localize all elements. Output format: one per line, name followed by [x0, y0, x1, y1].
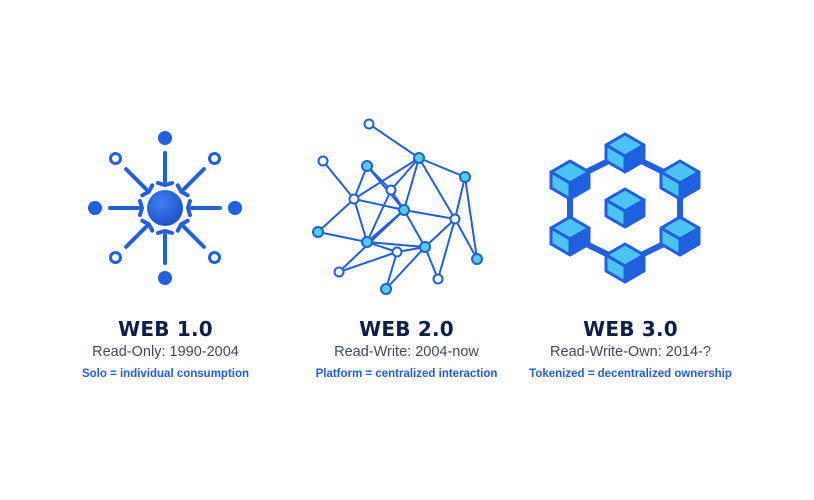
network-edge: [418, 157, 456, 220]
network-edge: [366, 241, 426, 248]
blockchain-cubes-icon: [549, 132, 701, 284]
network-edge: [424, 218, 456, 248]
panel-subtitle: Read-Only: 1990-2004: [92, 344, 239, 360]
solid-node: [228, 201, 242, 215]
panel-web3: WEB 3.0 Read-Write-Own: 2014-? Tokenized…: [495, 0, 766, 500]
network-node-filled: [413, 152, 425, 164]
arrow-head: [175, 218, 190, 233]
network-node-filled: [380, 283, 392, 295]
network-edge: [437, 218, 456, 280]
ring-node: [109, 152, 123, 166]
network-edge: [385, 251, 398, 290]
block-cube: [549, 159, 591, 201]
block-cube: [659, 215, 701, 257]
network-edge: [353, 157, 420, 200]
ring-node: [207, 250, 221, 264]
block-cube: [549, 215, 591, 257]
network-edge: [353, 198, 368, 243]
arrow-head: [185, 199, 192, 217]
panel-title: WEB 3.0: [583, 317, 678, 341]
panel-title: WEB 2.0: [359, 317, 454, 341]
panel-tagline: Solo = individual consumption: [81, 368, 250, 380]
arrow-head: [138, 199, 145, 217]
panel-web1: WEB 1.0 Read-Only: 1990-2004 Solo = indi…: [30, 0, 301, 500]
network-edge: [385, 246, 426, 290]
panel-tagline: Platform = centralized interaction: [315, 368, 498, 380]
network-edge: [338, 251, 398, 273]
network-node-filled: [361, 160, 373, 172]
network-edge: [403, 157, 420, 211]
block-cube: [604, 242, 646, 284]
arrow-head: [156, 228, 174, 235]
ring-node: [207, 152, 221, 166]
network-edge: [322, 160, 355, 200]
block-cube: [604, 187, 646, 229]
network-edge: [390, 157, 420, 191]
network-node-filled: [419, 241, 431, 253]
network-node-filled: [459, 171, 471, 183]
network-node-filled: [398, 204, 410, 216]
panel-title: WEB 1.0: [118, 317, 213, 341]
network-node-hollow: [449, 213, 461, 225]
panel-subtitle: Read-Write: 2004-now: [334, 344, 479, 360]
arrow-shaft: [182, 225, 206, 249]
arrow-shaft: [124, 167, 148, 191]
network-edge: [418, 157, 466, 178]
arrow-head: [156, 181, 174, 188]
network-edge: [368, 123, 420, 159]
network-edge: [464, 176, 478, 260]
network-node-hollow: [333, 266, 345, 278]
solid-node: [158, 271, 172, 285]
panel-subtitle: Read-Write-Own: 2014-?: [550, 344, 711, 360]
arrow-head: [175, 183, 190, 198]
network-edge: [454, 218, 478, 260]
network-node-filled: [312, 226, 324, 238]
solid-node: [88, 201, 102, 215]
network-node-hollow: [432, 273, 444, 285]
network-edge: [317, 198, 355, 233]
network-graph-icon: [312, 118, 483, 295]
panel-tagline: Tokenized = decentralized ownership: [529, 368, 732, 380]
network-node-filled: [361, 236, 373, 248]
network-edge: [353, 198, 405, 211]
network-edge: [317, 231, 368, 243]
network-node-hollow: [385, 184, 397, 196]
hub-arrows-icon: [88, 131, 242, 285]
ring-node: [109, 250, 123, 264]
network-edge: [403, 209, 456, 220]
arrow-head: [140, 183, 155, 198]
panel-web2: WEB 2.0 Read-Write: 2004-now Platform = …: [271, 0, 542, 500]
network-edge: [366, 189, 392, 243]
network-node-hollow: [317, 155, 329, 167]
network-node-hollow: [391, 246, 403, 258]
network-edge: [366, 165, 405, 211]
arrow-shaft: [124, 225, 148, 249]
network-node-hollow: [348, 193, 360, 205]
network-edge: [403, 209, 426, 248]
network-node-filled: [471, 253, 483, 265]
arrow-shaft: [182, 167, 206, 191]
solid-node: [158, 131, 172, 145]
network-node-hollow: [363, 118, 375, 130]
arrow-head: [140, 218, 155, 233]
block-cube: [604, 132, 646, 174]
network-edge: [454, 176, 466, 220]
block-cube: [659, 159, 701, 201]
